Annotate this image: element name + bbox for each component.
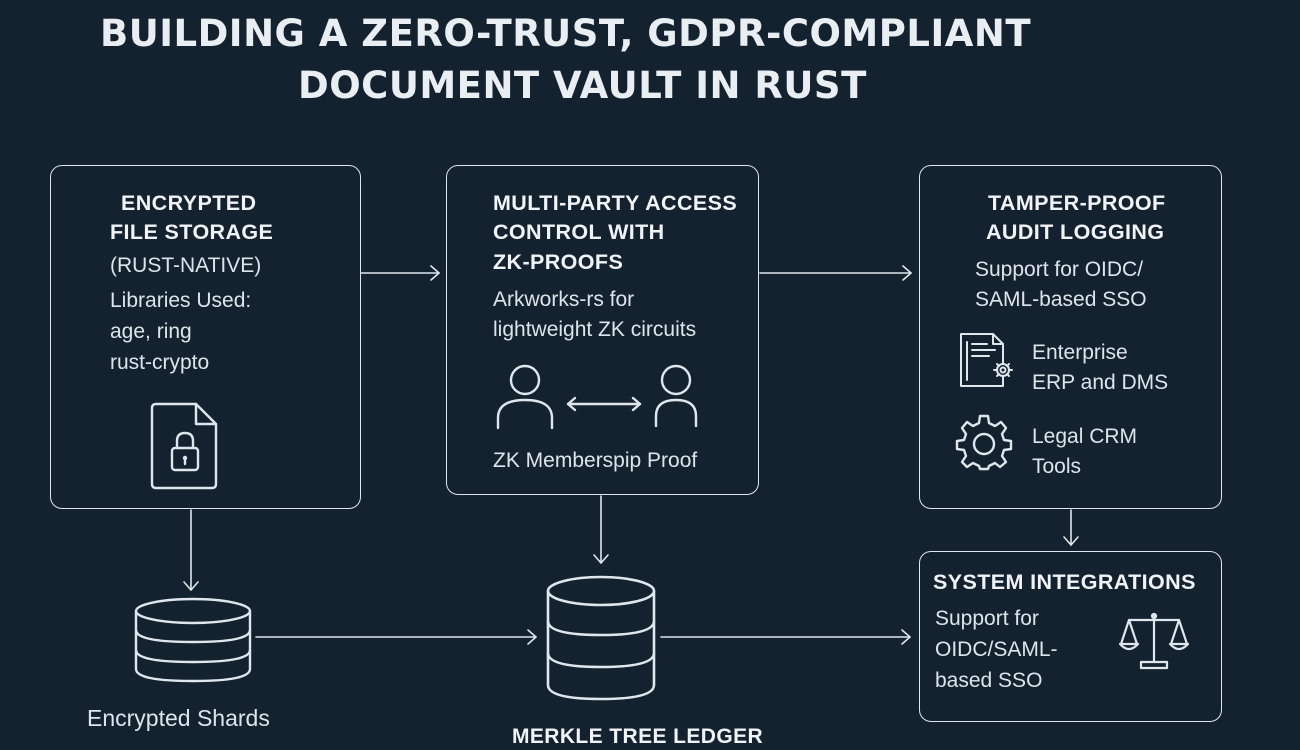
arrow-ledger-to-integrations: [660, 629, 911, 645]
access-text-line-1: Arkworks-rs for: [493, 288, 635, 311]
merkle-ledger-database-icon: [546, 575, 656, 701]
audit-heading-line-1: TAMPER-PROOF: [988, 191, 1166, 215]
access-heading-line-1: MULTI-PARTY ACCESS: [493, 191, 738, 215]
scales-icon: [1118, 612, 1190, 670]
integrations-text-line-3: based SSO: [935, 669, 1043, 692]
audit-text-line-1: Support for OIDC/: [975, 258, 1144, 281]
audit-heading-line-2: AUDIT LOGGING: [986, 220, 1165, 244]
arrow-audit-to-integrations: [1063, 509, 1079, 546]
title-line-1: BUILDING A ZERO-TRUST, GDPR-COMPLIANT: [100, 12, 1032, 55]
arrow-shards-to-ledger: [255, 629, 537, 645]
storage-libraries-label: Libraries Used:: [110, 289, 252, 312]
arrow-access-to-audit: [759, 265, 912, 281]
locked-file-icon: [150, 402, 218, 490]
document-gear-icon: [960, 333, 1013, 387]
storage-heading-line-1: ENCRYPTED: [121, 191, 257, 215]
access-caption: ZK Memberspip Proof: [493, 449, 698, 472]
access-heading-line-3: ZK-PROOFS: [493, 250, 624, 274]
encrypted-shards-database-icon: [134, 597, 252, 683]
encrypted-shards-label: Encrypted Shards: [87, 705, 270, 731]
two-users-exchange-icon: [496, 364, 698, 430]
access-control-box: [446, 165, 759, 495]
audit-item-2-line-1: Legal CRM: [1032, 425, 1138, 448]
arrow-access-to-ledger: [593, 495, 609, 564]
storage-subheading: (RUST-NATIVE): [110, 254, 262, 277]
access-heading-line-2: CONTROL WITH: [493, 220, 665, 244]
audit-text-line-2: SAML-based SSO: [975, 288, 1147, 311]
gear-icon: [955, 414, 1013, 471]
arrow-storage-to-access: [360, 265, 440, 281]
arrow-storage-to-shards: [183, 509, 199, 591]
access-text-line-2: lightweight ZK circuits: [493, 318, 697, 341]
audit-logging-box: [919, 165, 1222, 509]
integrations-heading: SYSTEM INTEGRATIONS: [933, 570, 1196, 594]
integrations-text-line-1: Support for: [935, 607, 1039, 630]
storage-heading-line-2: FILE STORAGE: [110, 220, 274, 244]
storage-libraries-line-2: rust-crypto: [110, 351, 210, 374]
merkle-ledger-label: MERKLE TREE LEDGER: [512, 725, 764, 748]
system-integrations-box: [919, 551, 1222, 722]
integrations-text-line-2: OIDC/SAML-: [935, 638, 1058, 661]
audit-item-2-line-2: Tools: [1032, 455, 1082, 478]
title-line-2: DOCUMENT VAULT IN RUST: [298, 64, 867, 107]
audit-item-1-line-1: Enterprise: [1032, 341, 1128, 364]
encrypted-file-storage-box: [50, 165, 361, 509]
audit-item-1-line-2: ERP and DMS: [1032, 371, 1169, 394]
storage-libraries-line-1: age, ring: [110, 320, 192, 343]
